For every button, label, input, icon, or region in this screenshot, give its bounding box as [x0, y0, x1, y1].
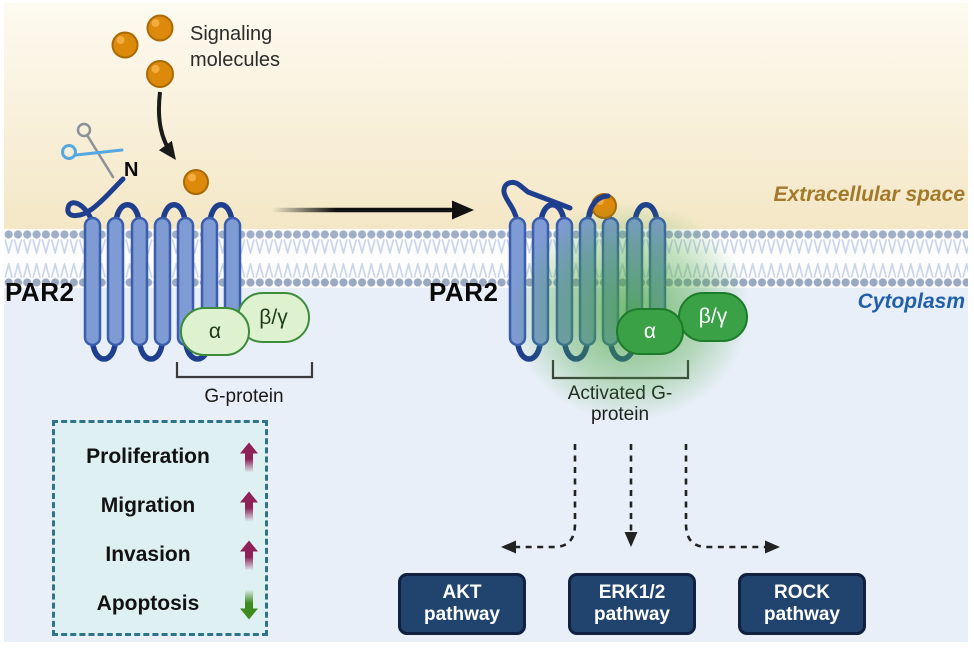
effect-row-migration: Migration — [55, 489, 265, 523]
n-terminus-tail — [65, 176, 126, 225]
g-protein-beta-gamma-inactive: β/γ — [237, 292, 310, 343]
down-arrow-icon — [240, 589, 258, 619]
signaling-molecules-label: Signaling molecules — [190, 23, 281, 71]
tethered-ligand — [501, 179, 573, 225]
signal-molecule-icon — [111, 14, 209, 195]
up-arrow-icon — [240, 491, 258, 521]
cellular-effects-box: Proliferation Migration Invasion — [52, 420, 268, 636]
cytoplasm-label: Cytoplasm — [857, 290, 965, 313]
ligand-binding-arrow — [156, 91, 176, 161]
up-arrow-icon — [240, 540, 258, 570]
alpha-label: α — [643, 319, 657, 343]
up-arrow-icon — [240, 442, 258, 472]
n-terminus-label: N — [124, 159, 139, 181]
effect-row-invasion: Invasion — [55, 538, 265, 572]
par2-label-right: PAR2 — [429, 277, 499, 307]
effect-row-proliferation: Proliferation — [55, 440, 265, 474]
transition-arrow — [272, 200, 474, 220]
dashed-arrow-rock — [684, 444, 780, 554]
extracellular-space-label: Extracellular space — [773, 183, 965, 206]
par2-label-left: PAR2 — [5, 277, 75, 307]
alpha-label: α — [208, 319, 222, 343]
erk-pathway-box: ERK1/2 pathway — [568, 573, 696, 635]
effect-row-apoptosis: Apoptosis — [55, 587, 265, 621]
g-protein-alpha-inactive: α — [180, 307, 250, 356]
scissors-icon — [61, 122, 124, 179]
g-protein-caption: G-protein — [204, 386, 284, 407]
g-protein-bracket — [175, 362, 314, 379]
beta-gamma-label: β/γ — [259, 305, 288, 329]
dashed-arrow-akt — [501, 444, 577, 554]
beta-gamma-label: β/γ — [698, 305, 728, 328]
akt-pathway-box: AKT pathway — [398, 573, 526, 635]
g-protein-beta-gamma-active: β/γ — [678, 292, 748, 342]
g-protein-alpha-active: α — [616, 308, 684, 355]
rock-pathway-box: ROCK pathway — [738, 573, 866, 635]
